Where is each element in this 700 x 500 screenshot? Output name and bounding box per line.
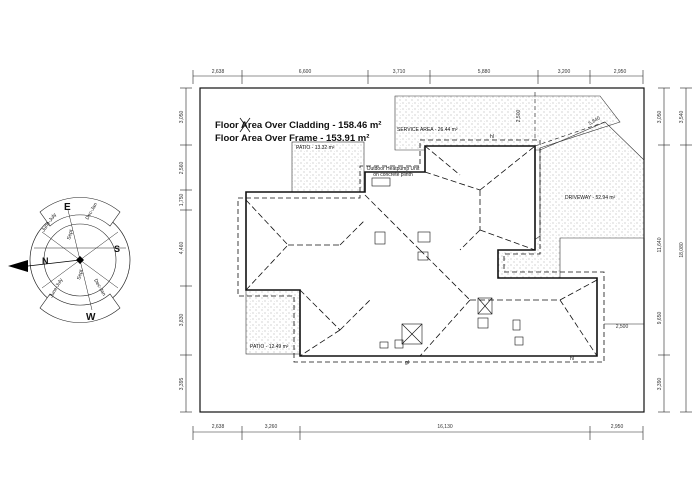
north-arrow-icon [8,260,28,272]
dim-right-4: 3,390 [657,378,663,391]
left-dimension-chain [180,87,192,413]
patio-top-label: PATIO - 13.32 m² [296,145,335,151]
house-fixtures [371,177,524,349]
dim-left-6: 3,395 [179,378,185,391]
compass-west: W [86,312,96,323]
patio-bottom-label: PATIO - 12.49 m² [250,344,289,350]
compass-months-e: Sept [76,268,85,280]
dim-bottom-3: 16,130 [437,424,453,430]
compass-south: S [114,244,120,254]
dim-left-5: 3,830 [179,314,185,327]
heatpump-label-line2: on concrete plinth [373,172,413,178]
floor-area-frame: Floor Area Over Frame - 153.91 m² [215,133,370,144]
site-boundary [199,87,645,413]
fixture-box-7 [514,336,524,346]
fixture-box-9 [394,339,404,349]
service-area-label: SERVICE AREA - 26.44 m² [397,127,458,133]
compass-months-c: Sept [66,228,75,240]
dim-bottom-1: 2,638 [212,424,225,430]
dim-top-5: 3,200 [558,69,571,75]
dim-right-2: 11,640 [657,237,663,252]
top-dimension-chain [192,70,644,84]
compass-center-icon [76,256,84,264]
compass-north: N [42,256,49,266]
top-dimension-labels: 2,638 6,600 3,710 5,880 3,200 2,950 [212,69,627,75]
fixture-box-2 [417,231,431,243]
fixture-box-1 [374,231,386,245]
floor-area-leader-2 [239,117,251,133]
right-dimension-labels: 3,050 11,640 9,650 3,390 3,540 18,080 [657,111,685,391]
dim-left-2: 2,560 [179,162,185,175]
sun-arc-ring [39,197,121,227]
patio-top-paving [291,141,365,193]
gutter-label-right: hl [570,356,574,362]
dim-left-4: 4,460 [179,242,185,255]
sun-arc-ring-2 [39,293,121,323]
compass-east: E [64,202,71,213]
gutter-label-bottom: gl [405,360,409,366]
dim-patio-offset: 2,500 [616,324,629,330]
fixture-box-6 [512,319,521,331]
driveway-label: DRIVEWAY - 52.94 m² [565,195,616,201]
dim-top-2: 6,600 [299,69,312,75]
heatpump-unit [371,177,391,187]
fixture-box-4 [477,297,493,315]
dim-right-5: 3,540 [679,111,685,124]
dim-top-4: 5,880 [478,69,491,75]
roof-hip-lines [245,145,598,357]
dim-service-depth: 2,500 [516,110,522,123]
dim-left-3: 1,750 [179,194,185,207]
gutter-label-top: hl [490,134,494,140]
dim-top-6: 2,950 [614,69,627,75]
dim-left-1: 3,050 [179,111,185,124]
right-dimension-chain [658,87,692,413]
fixture-box-3 [417,251,429,261]
roof-outline [237,139,605,363]
floor-area-cladding: Floor Area Over Cladding - 158.46 m² [215,120,382,131]
sun-compass: E N W S June-July Dec-Jan Sept June-July… [8,197,131,323]
heatpump-label-line1: Outdoor Heatpump Unit [367,166,420,172]
dim-bottom-2: 3,260 [265,424,278,430]
dim-right-1: 3,050 [657,111,663,124]
bottom-dimension-labels: 2,638 3,260 16,130 2,950 [212,424,624,430]
dim-top-1: 2,638 [212,69,225,75]
dim-right-6: 18,080 [679,242,685,258]
fixture-box-8 [379,341,389,349]
left-dimension-labels: 3,050 2,560 1,750 4,460 3,830 3,395 [179,111,185,391]
paved-areas [245,95,645,355]
dim-top-3: 3,710 [393,69,406,75]
bottom-dimension-chain [192,426,644,440]
fixture-box-5 [477,317,489,329]
dim-right-3: 9,650 [657,312,663,325]
shower-box [401,323,423,345]
dim-driveway-diag: 5,840 [588,115,602,127]
boundary-dashes [534,92,606,147]
dim-bottom-4: 2,950 [611,424,624,430]
